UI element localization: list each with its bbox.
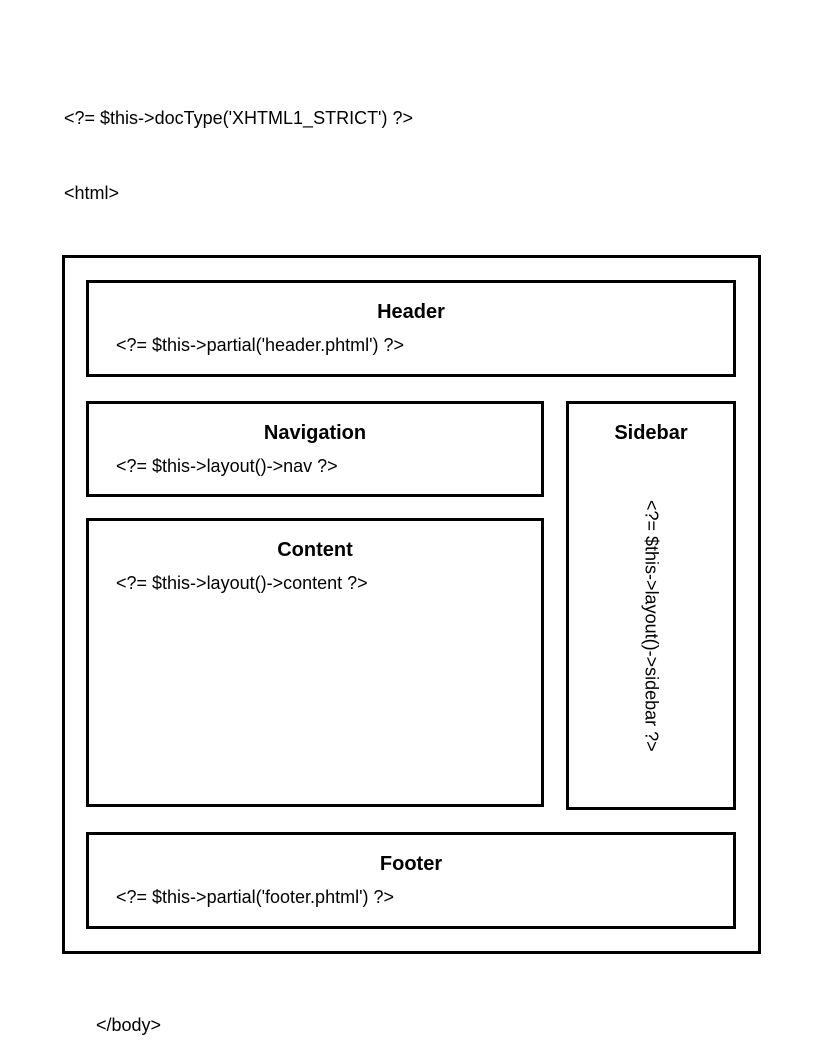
- navigation-title: Navigation: [263, 422, 367, 444]
- header-box: Header <?= $this->partial('header.phtml'…: [86, 280, 736, 377]
- bottom-code-block: </body> </html>: [70, 963, 161, 1056]
- footer-box: Footer <?= $this->partial('footer.phtml'…: [86, 832, 736, 929]
- navigation-box: Navigation <?= $this->layout()->nav ?>: [86, 401, 544, 497]
- navigation-code: <?= $this->layout()->nav ?>: [116, 456, 338, 476]
- header-title: Header: [377, 301, 445, 323]
- sidebar-title: Sidebar: [614, 422, 688, 444]
- code-line-html-open: <html>: [64, 183, 120, 203]
- footer-title: Footer: [379, 853, 443, 875]
- header-code: <?= $this->partial('header.phtml') ?>: [116, 335, 405, 355]
- footer-code: <?= $this->partial('footer.phtml') ?>: [116, 887, 395, 907]
- content-box: Content <?= $this->layout()->content ?>: [86, 518, 544, 807]
- sidebar-box: Sidebar <?= $this->layout()->sidebar ?>: [566, 401, 736, 810]
- content-title: Content: [277, 539, 353, 561]
- code-line-doctype: <?= $this->docType('XHTML1_STRICT') ?>: [64, 108, 414, 128]
- content-code: <?= $this->layout()->content ?>: [116, 573, 368, 593]
- code-line-body-close: </body>: [96, 1015, 162, 1035]
- sidebar-code-rotated: <?= $this->layout()->sidebar ?>: [641, 499, 662, 752]
